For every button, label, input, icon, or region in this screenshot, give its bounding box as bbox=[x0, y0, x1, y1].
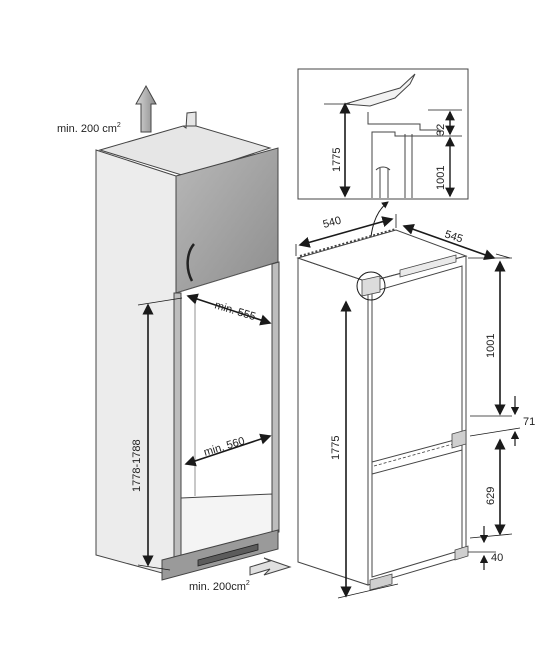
detail-upper-label: 1001 bbox=[435, 166, 447, 190]
niche-height-label: 1778-1788 bbox=[131, 439, 143, 492]
cabinet-niche bbox=[95, 84, 292, 581]
door-handle-icon bbox=[186, 243, 195, 282]
fridge-side bbox=[297, 257, 369, 586]
fridge-width-dimension: 540 bbox=[295, 214, 397, 256]
gap-bottom-dimension: 40 bbox=[468, 526, 503, 570]
gap-mid-label: 71 bbox=[523, 416, 535, 428]
cabinet-side-panel bbox=[95, 149, 177, 574]
door-lower-label: 629 bbox=[485, 487, 497, 505]
fridge-upper-door bbox=[371, 265, 463, 463]
fridge-depth-dimension: 545 bbox=[402, 223, 511, 261]
door-upper-label: 1001 bbox=[485, 334, 497, 358]
detail-height-label: 1775 bbox=[331, 148, 343, 172]
airflow-in-arrow-icon bbox=[249, 557, 292, 576]
fridge-height-dimension: 1775 bbox=[330, 300, 399, 599]
gap-bottom-label: 40 bbox=[491, 552, 503, 564]
vent-bottom-label: min. 200cm2 bbox=[189, 580, 250, 593]
hinge-highlight-icon bbox=[356, 271, 386, 301]
fridge-foot bbox=[454, 545, 469, 561]
fridge-width-label: 540 bbox=[322, 215, 343, 231]
airflow-up-arrow-icon bbox=[135, 84, 157, 133]
niche-height-dimension: 1778-1788 bbox=[131, 297, 183, 571]
door-upper-dimension: 1001 bbox=[468, 257, 512, 417]
detail-top-label: 32 bbox=[435, 124, 447, 136]
gap-mid-dimension: 71 bbox=[469, 396, 535, 446]
fridge-foot bbox=[369, 573, 393, 591]
detail-inset bbox=[297, 68, 469, 200]
niche-right-frame bbox=[271, 261, 280, 535]
fridge bbox=[296, 228, 469, 591]
plinth-vent-icon bbox=[197, 543, 259, 567]
niche-left-frame bbox=[173, 292, 182, 559]
fridge-depth-label: 545 bbox=[443, 228, 464, 245]
vent-top-label: min. 200 cm2 bbox=[57, 122, 121, 135]
fridge-height-label: 1775 bbox=[330, 436, 342, 460]
door-lower-dimension: 629 bbox=[469, 438, 513, 539]
